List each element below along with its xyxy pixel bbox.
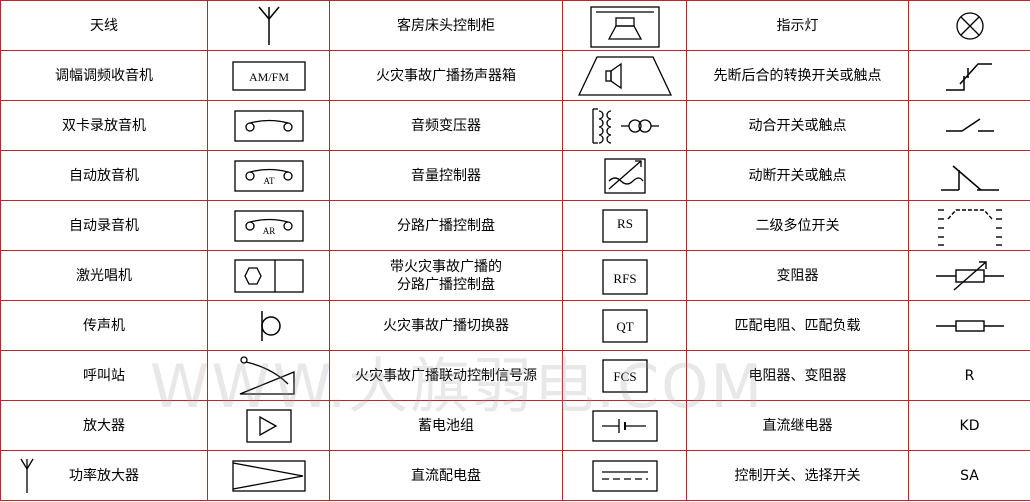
resistor-symbol	[908, 300, 1030, 351]
auto-player-symbol: AT	[207, 150, 330, 201]
auto-recorder-symbol: AR	[207, 200, 330, 251]
label-call-station: 呼叫站	[0, 350, 208, 401]
table-row: 传声机 火灾事故广播切换器 QT 匹配电阻、匹配负载	[0, 300, 1030, 351]
label-microphone: 传声机	[0, 300, 208, 351]
label-auto-player: 自动放音机	[0, 150, 208, 201]
small-antenna-icon	[20, 458, 34, 493]
label-dc-relay: 直流继电器	[686, 400, 909, 451]
table-row: 功率放大器 直流配电盘 控制开关、选择开关 SA	[0, 450, 1030, 501]
label-transfer-switch: 先断后合的转换开关或触点	[686, 50, 909, 101]
nc-switch-symbol	[908, 150, 1030, 201]
amplifier-symbol	[207, 400, 330, 451]
rs-symbol: RS	[562, 200, 687, 251]
fcs-text: FCS	[613, 369, 636, 384]
label-matching-resistor: 匹配电阻、匹配负载	[686, 300, 909, 351]
am-fm-symbol: AM/FM	[207, 50, 330, 101]
am-fm-text: AM/FM	[248, 70, 288, 84]
label-volume-controller: 音量控制器	[329, 150, 563, 201]
dual-cassette-symbol	[207, 100, 330, 151]
table-row: 双卡录放音机 音频变压器 动合开关或触点	[0, 100, 1030, 151]
label-rheostat: 变阻器	[686, 250, 909, 301]
dc-panel-symbol	[562, 450, 687, 501]
table-row: 呼叫站 火灾事故广播联动控制信号源 FCS 电阻器、变阻器 R	[0, 350, 1030, 401]
label-antenna: 天线	[0, 0, 208, 51]
label-nc-switch: 动断开关或触点	[686, 150, 909, 201]
label-two-level-switch: 二级多位开关	[686, 200, 909, 251]
label-am-fm-radio: 调幅调频收音机	[0, 50, 208, 101]
no-switch-symbol	[908, 100, 1030, 151]
power-amp-cell: 功率放大器	[0, 450, 208, 501]
r-code: R	[908, 350, 1030, 401]
microphone-symbol	[207, 300, 330, 351]
label-control-switch: 控制开关、选择开关	[686, 450, 909, 501]
lamp-symbol	[908, 0, 1030, 51]
label-auto-recorder: 自动录音机	[0, 200, 208, 251]
table-row: 放大器 蓄电池组 直流继电器 KD	[0, 400, 1030, 451]
label-branch-panel: 分路广播控制盘	[329, 200, 563, 251]
table-row: 自动放音机 AT 音量控制器 动断开关或触点	[0, 150, 1030, 201]
label-laser-player: 激光唱机	[0, 250, 208, 301]
qt-text: QT	[616, 319, 633, 334]
label-audio-transformer: 音频变压器	[329, 100, 563, 151]
multi-position-switch-symbol	[908, 200, 1030, 251]
label-fire-speaker-box: 火灾事故广播扬声器箱	[329, 50, 563, 101]
sa-code: SA	[908, 450, 1030, 501]
label-power-amplifier: 功率放大器	[69, 467, 139, 484]
label-amplifier: 放大器	[0, 400, 208, 451]
rs-text: RS	[617, 216, 633, 231]
table-row: 激光唱机 带火灾事故广播的 分路广播控制盘 RFS 变阻器	[0, 250, 1030, 301]
label-dual-cassette: 双卡录放音机	[0, 100, 208, 151]
kd-code: KD	[908, 400, 1030, 451]
label-fire-switcher: 火灾事故广播切换器	[329, 300, 563, 351]
table-row: 调幅调频收音机 AM/FM 火灾事故广播扬声器箱 先断后合的转换开关或触点	[0, 50, 1030, 101]
antenna-symbol	[207, 0, 330, 51]
label-fire-linkage-source: 火灾事故广播联动控制信号源	[329, 350, 563, 401]
qt-symbol: QT	[562, 300, 687, 351]
power-amplifier-symbol	[207, 450, 330, 501]
ar-text: AR	[262, 226, 275, 236]
speaker-box-symbol	[562, 50, 687, 101]
fcs-symbol: FCS	[562, 350, 687, 401]
battery-symbol	[562, 400, 687, 451]
rfs-symbol: RFS	[562, 250, 687, 301]
transfer-switch-symbol	[908, 50, 1030, 101]
rheostat-symbol	[908, 250, 1030, 301]
cabinet-symbol	[562, 0, 687, 51]
laser-player-symbol	[207, 250, 330, 301]
label-resistor-rheostat: 电阻器、变阻器	[686, 350, 909, 401]
label-guestroom-control-cabinet: 客房床头控制柜	[329, 0, 563, 51]
table-row: 自动录音机 AR 分路广播控制盘 RS 二级多位开关	[0, 200, 1030, 251]
call-station-symbol	[207, 350, 330, 401]
at-text: AT	[263, 176, 275, 186]
label-dc-distribution-panel: 直流配电盘	[329, 450, 563, 501]
rfs-text: RFS	[613, 271, 636, 286]
audio-transformer-symbol	[562, 100, 687, 151]
label-battery-pack: 蓄电池组	[329, 400, 563, 451]
volume-controller-symbol	[562, 150, 687, 201]
label-indicator-lamp: 指示灯	[686, 0, 909, 51]
label-no-switch: 动合开关或触点	[686, 100, 909, 151]
label-fire-branch-panel: 带火灾事故广播的 分路广播控制盘	[329, 250, 563, 301]
table-row: 天线 客房床头控制柜 指示灯	[0, 0, 1030, 51]
